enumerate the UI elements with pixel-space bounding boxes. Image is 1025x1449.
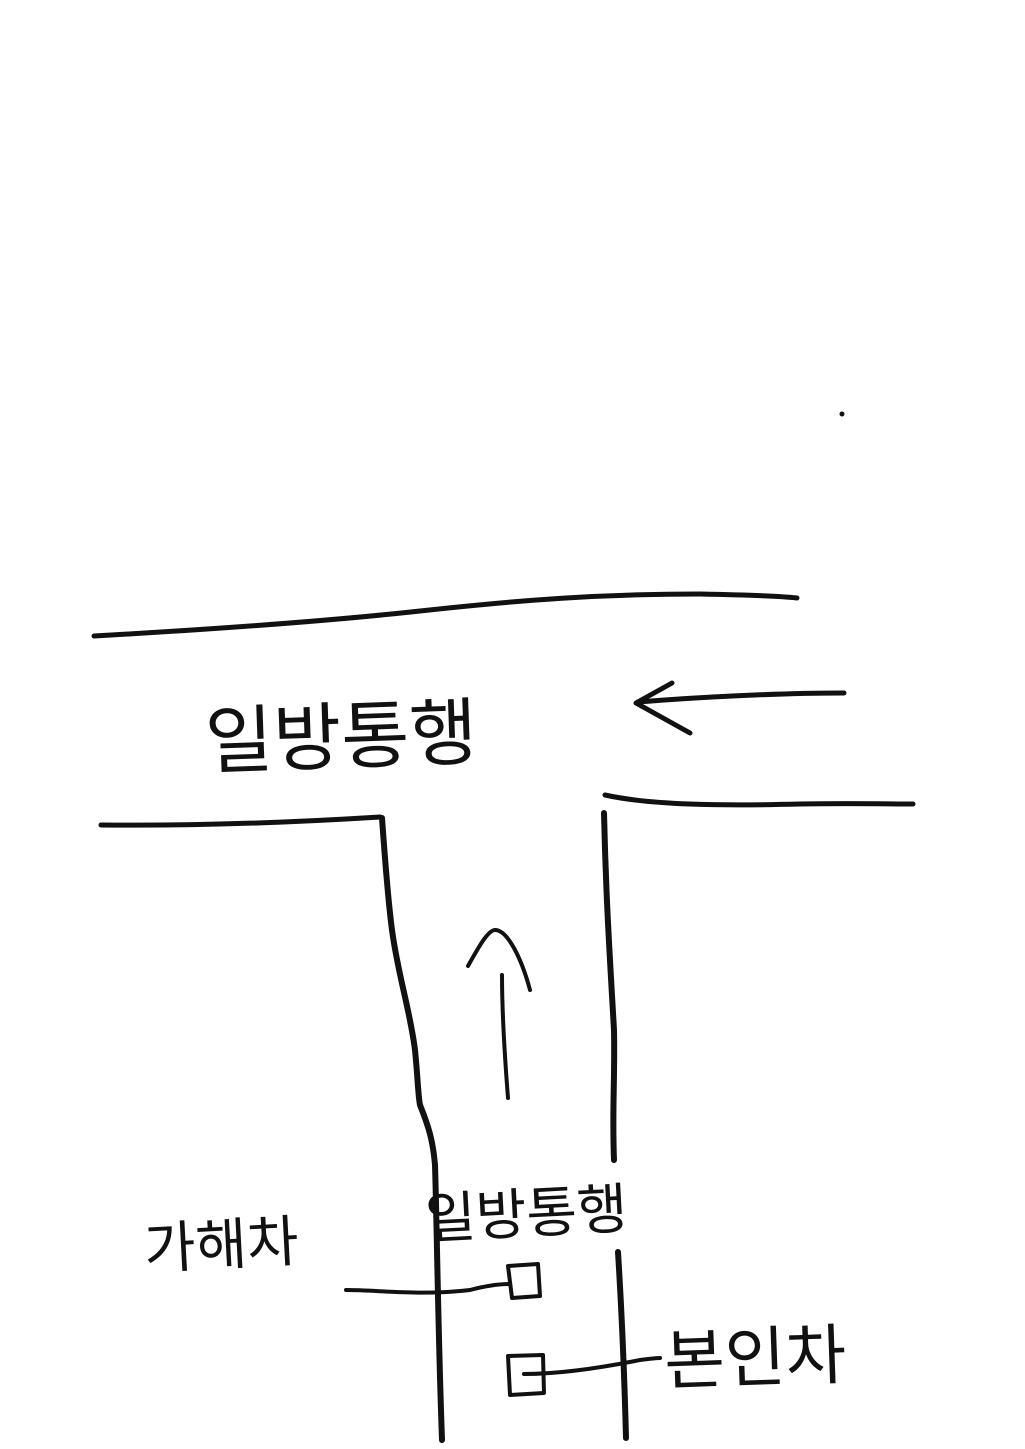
main-road-arrow-shaft bbox=[635, 690, 847, 705]
side-road-label: 일방통행 bbox=[424, 1177, 629, 1252]
side-road-arrow-head-icon bbox=[466, 928, 532, 992]
side-road-arrow-shaft bbox=[500, 973, 510, 1100]
my-car-label: 본인차 bbox=[663, 1317, 848, 1400]
main-road-top-edge bbox=[91, 591, 800, 639]
side-road-left-edge bbox=[379, 815, 445, 1443]
main-road-bottom-left-edge bbox=[98, 814, 383, 828]
main-road-label: 일방통행 bbox=[204, 690, 479, 785]
stray-dot bbox=[839, 411, 845, 417]
offender-car-box bbox=[506, 1262, 542, 1300]
side-road-right-edge-lower bbox=[615, 1249, 629, 1441]
side-road-right-edge bbox=[601, 810, 618, 1163]
my-car-box bbox=[506, 1353, 546, 1397]
offender-car-label: 가해차 bbox=[142, 1210, 300, 1283]
main-road-bottom-right-edge bbox=[602, 792, 916, 808]
main-road-arrow-head-icon bbox=[633, 680, 693, 736]
offender-car-pointer-line bbox=[344, 1282, 512, 1295]
my-car-pointer-line bbox=[522, 1356, 662, 1376]
